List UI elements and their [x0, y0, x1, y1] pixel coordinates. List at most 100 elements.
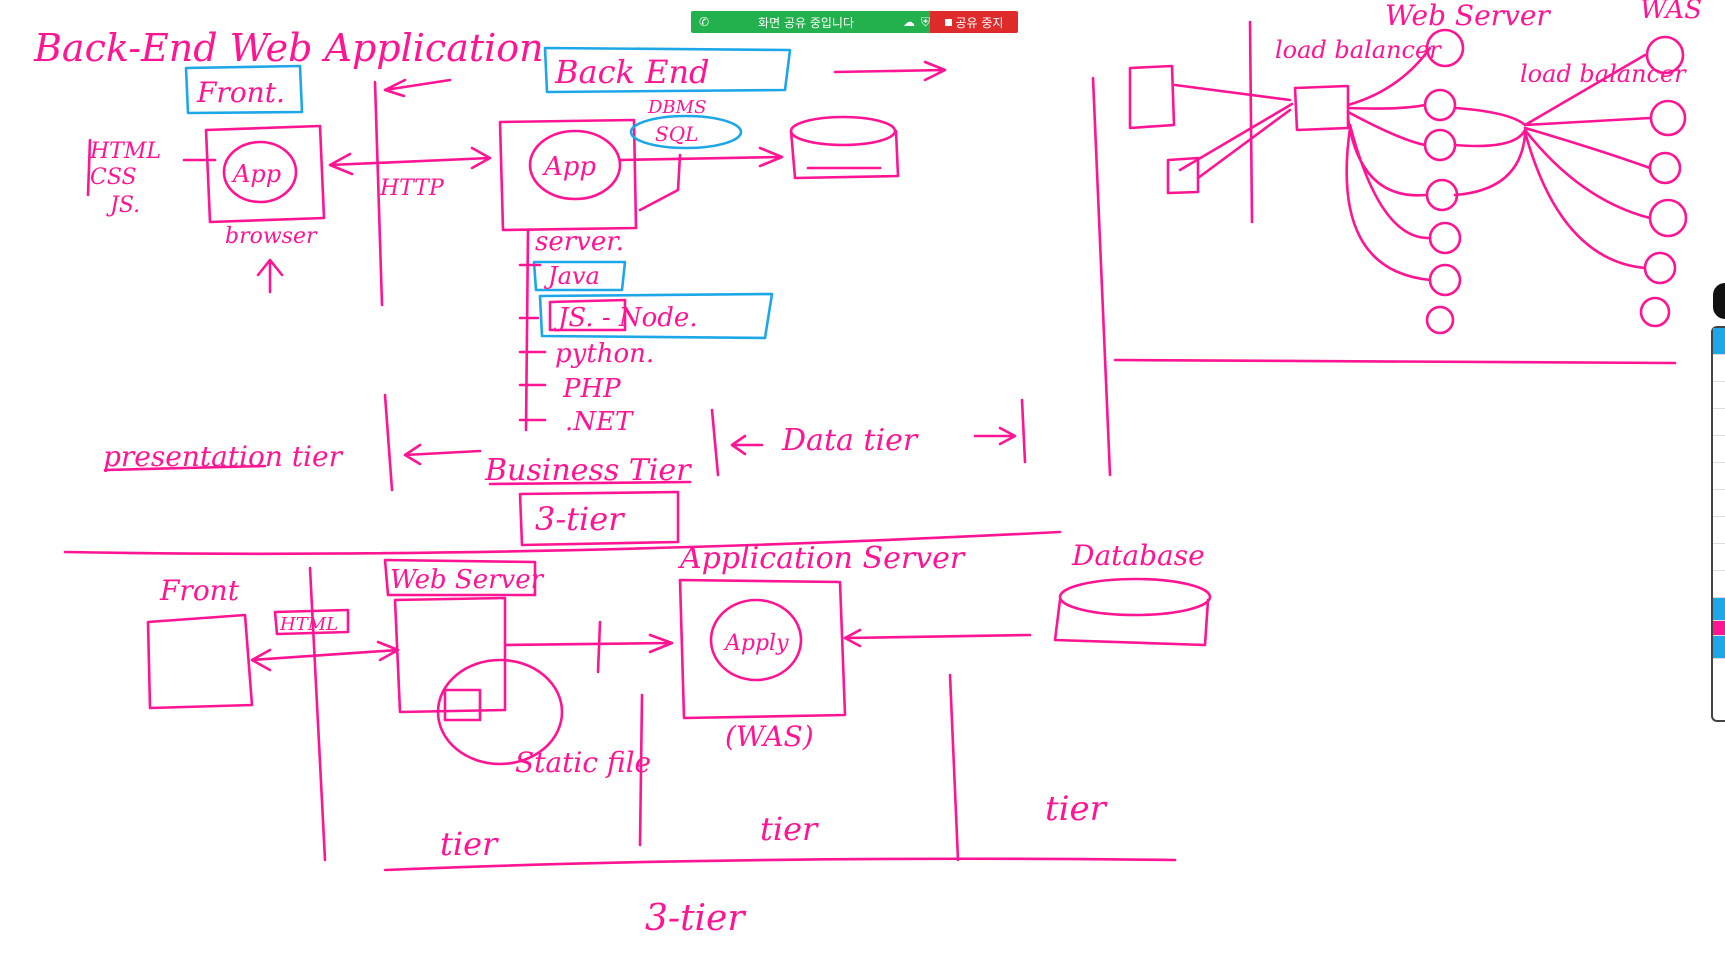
database-cylinder-body	[1053, 598, 1210, 647]
tier-2-label: tier	[760, 810, 819, 848]
application-server-label: Application Server	[677, 541, 966, 576]
arrow-right-backend	[833, 60, 947, 82]
presentation-underline	[103, 464, 267, 472]
web-app-arrow	[503, 633, 674, 654]
js-node-box	[538, 292, 774, 340]
html-bottom-label: HTML	[279, 614, 338, 635]
pointer-icon[interactable]	[1713, 328, 1725, 355]
three-tier-box-label: 3-tier	[535, 500, 625, 538]
color-swatch-pink[interactable]	[1713, 621, 1725, 636]
app-right-label: App	[542, 152, 596, 182]
tier-3-label: tier	[1045, 789, 1108, 829]
apply-label: Apply	[723, 631, 789, 656]
app-db-bottom-arrow	[843, 628, 1032, 648]
cloud-icon: ☁	[902, 15, 915, 29]
stop-square-icon	[944, 18, 952, 26]
browser-label: browser	[225, 224, 318, 249]
server-label: server.	[535, 227, 624, 257]
front-web-arrow	[250, 640, 400, 672]
tech-html: HTML	[89, 139, 161, 164]
three-tier-bottom-label: 3-tier	[645, 898, 746, 939]
database-label: Database	[1071, 539, 1205, 572]
front-bottom-label: Front	[159, 574, 240, 607]
web-server-body	[393, 596, 507, 714]
java-box	[532, 260, 627, 292]
lb-server-links	[1345, 46, 1432, 282]
text-icon[interactable]	[1713, 382, 1725, 409]
bottom-baseline	[383, 857, 1177, 872]
tech-css: CSS	[90, 165, 137, 190]
static-file-label: Static file	[515, 746, 651, 779]
front-label: Front.	[196, 76, 285, 109]
stop-share-label: 공유 중지	[955, 15, 1004, 30]
color-swatch-blue[interactable]	[1713, 598, 1725, 621]
sql-ellipse	[629, 114, 743, 150]
load-balancer-1-label: load balancer	[1275, 36, 1442, 64]
browser-app-circle	[222, 140, 298, 204]
tier-arrow-left	[403, 443, 482, 466]
undo-icon[interactable]	[1713, 463, 1725, 490]
front-box-outline	[184, 64, 304, 115]
static-file-circle	[436, 658, 564, 766]
delete-icon[interactable]	[1713, 490, 1725, 517]
back-end-box-outline	[543, 46, 792, 94]
web-app-tick	[596, 620, 602, 674]
pen-icon[interactable]	[1713, 355, 1725, 382]
shape-icon[interactable]	[1713, 436, 1725, 463]
section-separator	[63, 530, 1062, 556]
dotnet-label: .NET	[565, 407, 634, 437]
bottom-divider-3	[948, 673, 960, 862]
tier-1-label: tier	[440, 825, 499, 863]
arrow-left-title	[383, 78, 452, 98]
client-box-1	[1128, 64, 1176, 130]
python-label: python.	[555, 339, 654, 369]
web-server-column	[1423, 28, 1465, 335]
three-tier-box	[518, 490, 680, 547]
bottom-divider-1	[308, 566, 327, 862]
tech-js: JS.	[106, 193, 140, 218]
data-tier-arrow-right	[973, 426, 1017, 446]
front-back-divider	[373, 80, 384, 307]
save-icon[interactable]	[1713, 517, 1725, 544]
data-tier-label: Data tier	[781, 423, 919, 458]
share-status-area[interactable]: ✆ 화면 공유 중입니다 ☁ ⛨	[691, 11, 930, 33]
server-tree-line	[524, 228, 530, 432]
http-label: HTTP	[379, 176, 445, 201]
db-cylinder-body	[789, 129, 900, 180]
was-column	[1639, 35, 1688, 328]
lb2-was-links	[1523, 53, 1652, 270]
html-bottom-box	[273, 608, 350, 636]
lb-bottom-line	[1113, 358, 1677, 365]
clear-icon[interactable]	[1713, 571, 1725, 598]
static-file-doc	[443, 688, 482, 722]
camera-icon[interactable]	[1713, 544, 1725, 571]
toolbar-handle[interactable]	[1713, 283, 1725, 319]
color-swatch-blue-2[interactable]	[1713, 636, 1725, 659]
lb-vertical-left	[1091, 76, 1112, 477]
js-inner-box	[548, 298, 627, 332]
db-cylinder-top	[789, 115, 897, 147]
business-underline	[488, 480, 692, 486]
sql-connector	[638, 153, 682, 212]
stop-share-button[interactable]: 공유 중지	[930, 11, 1018, 33]
was-bottom-label: (WAS)	[725, 720, 814, 753]
sql-label: SQL	[655, 122, 698, 146]
share-status-text: 화면 공유 중입니다	[758, 15, 854, 30]
backend-app-circle	[528, 129, 622, 201]
apply-circle	[709, 598, 803, 682]
data-tier-arrow-left	[730, 434, 764, 456]
server-lb2-links	[1453, 106, 1527, 197]
arrow-up-browser	[256, 258, 284, 294]
js-node-label: JS. - Node.	[553, 303, 698, 333]
eraser-icon[interactable]	[1713, 409, 1725, 436]
tier-divider-3	[1020, 398, 1027, 464]
lb-vertical-1	[1248, 20, 1254, 224]
database-cylinder-top	[1058, 577, 1212, 617]
front-bottom-box	[146, 613, 254, 710]
application-server-box	[678, 578, 847, 720]
annotation-toolbar	[1711, 326, 1725, 722]
browser-box	[204, 124, 326, 224]
tier-divider-1	[383, 393, 394, 492]
load-balancer-box	[1293, 84, 1350, 132]
